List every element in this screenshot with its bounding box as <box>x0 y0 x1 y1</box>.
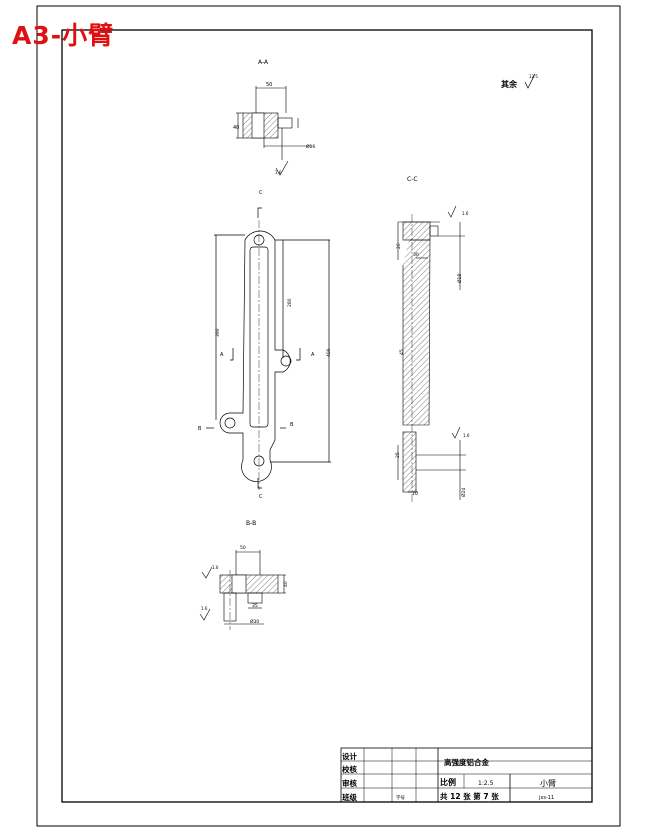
dim-cc-45: 45 <box>399 349 405 355</box>
main-view <box>206 207 331 490</box>
title-role-design: 设计 <box>342 751 357 761</box>
view-label-b-right: B <box>290 422 294 428</box>
dim-aa-rough: 1.6 <box>275 170 282 175</box>
title-sheet-info: 共 12 张 第 7 张 <box>440 791 499 801</box>
dim-bb-35: 35 <box>252 603 258 609</box>
title-role-check: 校核 <box>342 764 357 774</box>
title-drawing-no: jxs-11 <box>538 795 554 801</box>
view-label-a-right: A <box>311 352 315 358</box>
dim-cc-rough-top: 1.6 <box>462 211 469 216</box>
section-cc <box>397 205 466 502</box>
dim-cc-10: 10 <box>412 491 418 497</box>
view-label-c-bottom: C <box>259 494 263 500</box>
dim-main-280: 280 <box>287 298 293 307</box>
dim-main-390: 390 <box>215 328 221 337</box>
sheet-label: A3-小臂 <box>12 21 115 50</box>
dim-cc-25: 25 <box>395 452 401 458</box>
dim-bb-d30: Ø30 <box>250 618 259 625</box>
dim-cc-30: 30 <box>413 252 419 258</box>
dim-cc-d24: Ø24 <box>460 488 467 497</box>
title-part-name: 小臂 <box>540 778 556 788</box>
view-label-c-top: C <box>259 190 263 196</box>
dim-bb-rough-l: 1.6 <box>212 565 219 570</box>
surface-symbol-value: 12.5 <box>529 74 538 79</box>
dim-cc-20: 20 <box>396 243 402 249</box>
dim-main-400: 400 <box>326 348 332 357</box>
view-label-aa: A-A <box>258 59 269 66</box>
title-material: 高强度铝合金 <box>444 757 489 767</box>
section-bb <box>199 550 286 630</box>
dim-aa-height: 40 <box>233 125 239 131</box>
surface-note: 其余 <box>501 79 518 89</box>
outer-frame <box>36 5 621 827</box>
dim-cc-rough-bot: 1.6 <box>463 433 470 438</box>
title-block <box>340 747 593 803</box>
dim-aa-dia: Ø16 <box>306 143 315 150</box>
title-seq-label: 学号 <box>396 794 405 801</box>
dim-bb-50: 50 <box>240 545 246 551</box>
title-scale-label: 比例 <box>440 777 456 787</box>
roughness-icon: 12.5 <box>524 73 538 89</box>
title-role-class: 班级 <box>342 792 357 802</box>
view-label-a-left: A <box>220 352 224 358</box>
title-role-review: 审核 <box>342 778 357 788</box>
view-label-b-left: B <box>198 426 202 432</box>
dim-aa-width: 50 <box>266 82 272 88</box>
dim-cc-d18: Ø18 <box>456 274 463 283</box>
title-scale-value: 1:2.5 <box>478 780 494 787</box>
view-label-bb: B-B <box>246 520 256 527</box>
view-label-cc: C-C <box>407 176 418 183</box>
dim-bb-40: 40 <box>283 581 289 587</box>
section-aa <box>236 86 312 176</box>
inner-frame <box>61 29 593 803</box>
dim-bb-rough-b: 1.6 <box>201 606 208 611</box>
